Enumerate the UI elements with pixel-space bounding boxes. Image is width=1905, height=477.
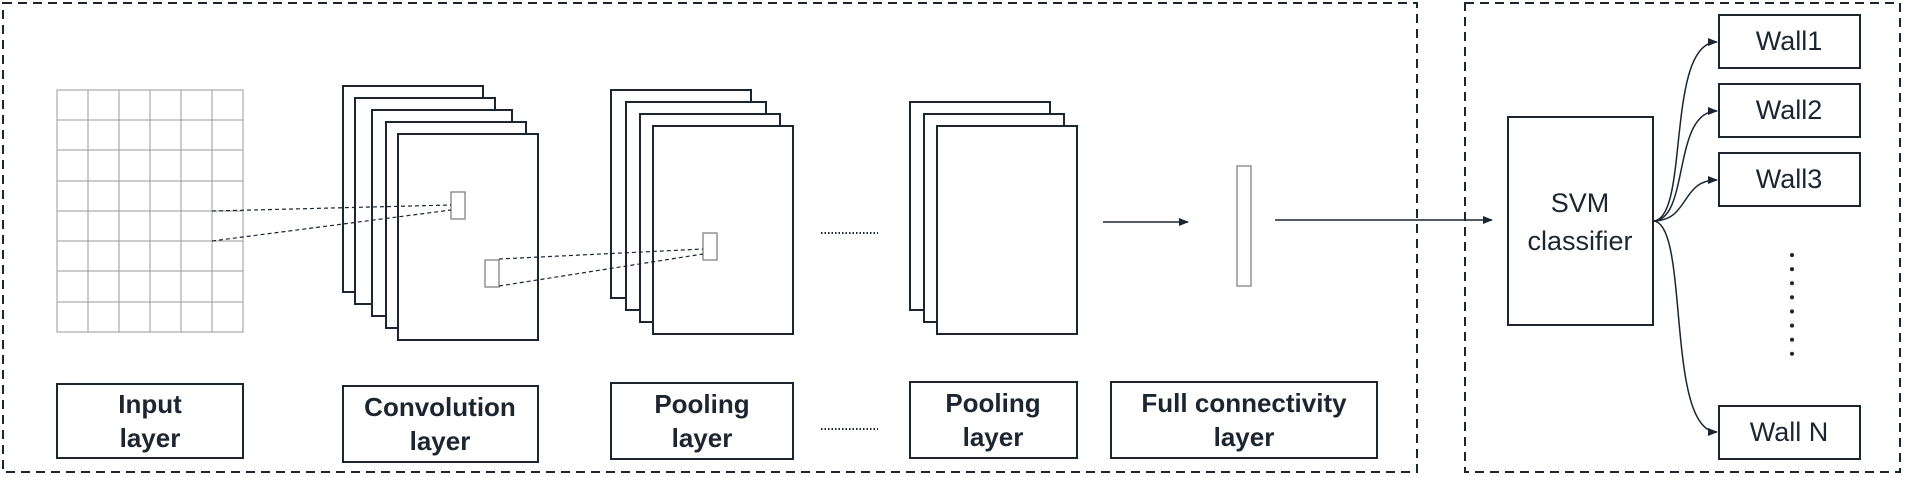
classifier-region-dashed-box xyxy=(1464,2,1901,473)
cnn-region-dashed-box xyxy=(2,2,1418,473)
label-input-line1: Input xyxy=(118,389,182,419)
output-wall3: Wall3 xyxy=(1718,152,1861,207)
svm-line1: SVM xyxy=(1551,188,1610,218)
label-input-line2: layer xyxy=(120,423,181,453)
pool-kernel-marker xyxy=(702,232,718,261)
label-pooling-layer-1: Pooling layer xyxy=(610,382,794,460)
label-fc-line2: layer xyxy=(1214,422,1275,452)
label-pooling-layer-2: Pooling layer xyxy=(909,381,1078,459)
conv-kernel-marker xyxy=(450,191,466,220)
label-fc-line1: Full connectivity xyxy=(1141,388,1347,418)
label-pool1-line2: layer xyxy=(672,423,733,453)
receptive-field-connectors xyxy=(211,204,704,287)
label-pool2-line1: Pooling xyxy=(945,388,1040,418)
label-input-layer: Input layer xyxy=(56,383,244,459)
output-wall1-label: Wall1 xyxy=(1756,26,1823,56)
conv-output-marker xyxy=(484,259,500,288)
pooling-feature-maps-1 xyxy=(610,89,794,335)
fc-vector xyxy=(1236,165,1252,287)
label-convolution-layer: Convolution layer xyxy=(342,385,539,463)
output-wall1: Wall1 xyxy=(1718,14,1861,69)
svm-output-arrows xyxy=(1652,38,1718,436)
label-pool2-line2: layer xyxy=(963,422,1024,452)
output-wall-n: Wall N xyxy=(1718,405,1861,460)
output-wall2: Wall2 xyxy=(1718,83,1861,138)
output-wall2-label: Wall2 xyxy=(1756,95,1823,125)
label-pool1-line1: Pooling xyxy=(654,389,749,419)
label-conv-line2: layer xyxy=(410,426,471,456)
output-wall-n-label: Wall N xyxy=(1750,417,1829,447)
convolution-feature-maps xyxy=(342,85,539,341)
svm-classifier-box: SVM classifier xyxy=(1507,116,1654,326)
output-wall3-label: Wall3 xyxy=(1756,164,1823,194)
pooling-feature-maps-2 xyxy=(909,101,1078,335)
svm-line2: classifier xyxy=(1527,226,1632,256)
label-conv-line1: Convolution xyxy=(364,392,516,422)
label-full-connectivity-layer: Full connectivity layer xyxy=(1110,381,1378,459)
